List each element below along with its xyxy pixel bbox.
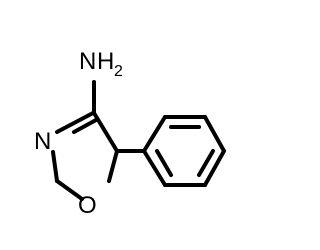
amine-subscript-2: 2 (114, 63, 123, 80)
ring-nitrogen-label: N (34, 128, 51, 155)
amine-hydrogen-label: H (97, 48, 114, 75)
structure-diagram: N H 2 N O (34, 48, 226, 219)
amine-nitrogen-label: N (79, 48, 96, 75)
bond-phenyl-inner-2 (197, 149, 215, 177)
bond-phenyl-4 (203, 149, 226, 187)
bond-c5-o1 (107, 149, 119, 183)
bond-c2-o1 (55, 179, 84, 201)
bond-phenyl-3 (203, 115, 226, 153)
bond-phenyl-1 (142, 115, 167, 153)
ring-oxygen-label: O (78, 192, 97, 219)
bond-c4-n3 (55, 111, 95, 134)
bond-phenyl-6 (142, 149, 167, 187)
bond-c4-c5 (92, 111, 119, 153)
bond-c4-n3-inner (72, 118, 98, 134)
bond-n3-c2 (51, 150, 59, 183)
bond-phenyl-inner-3 (155, 149, 173, 177)
molecule-canvas: N H 2 N O (34, 48, 226, 219)
